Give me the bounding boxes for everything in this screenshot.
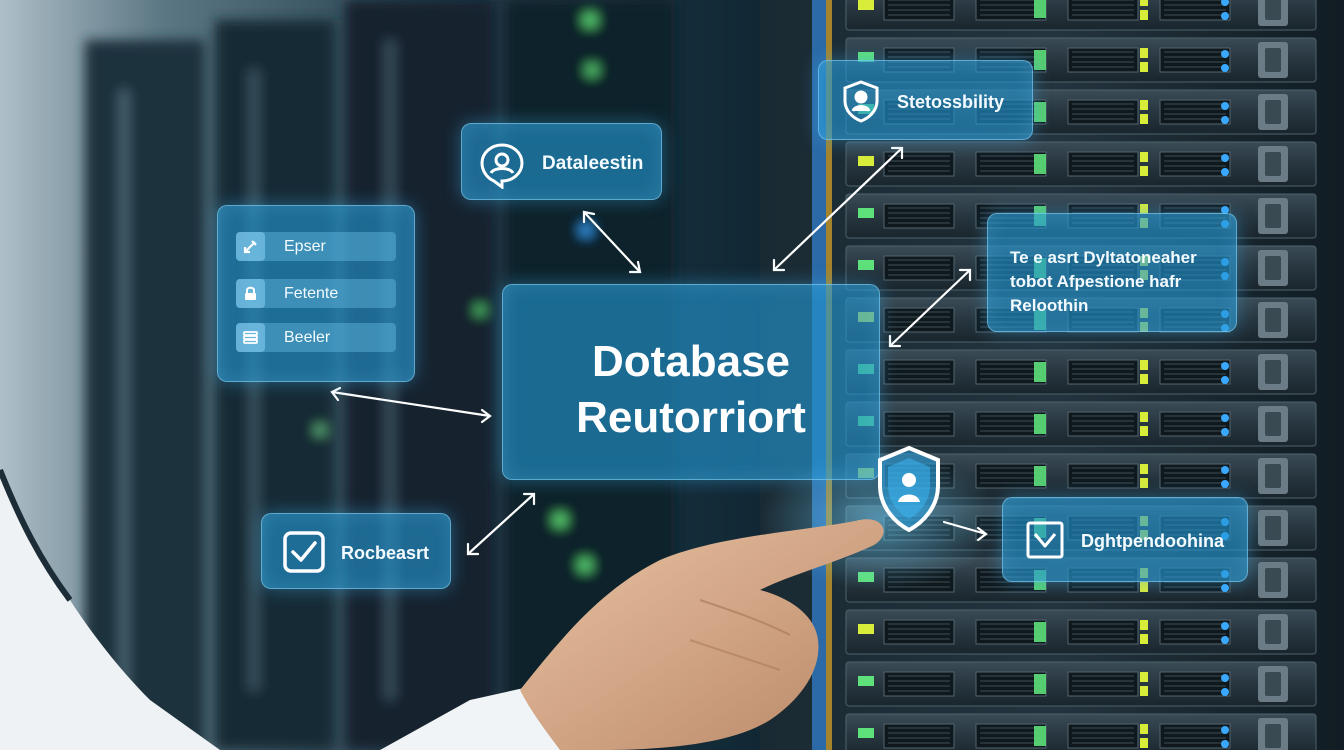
list-item-beeler[interactable]: Beeler (236, 323, 396, 352)
list-item-label: Beeler (284, 329, 331, 346)
panel-dropdown[interactable]: Dghtpendoohina (1002, 497, 1248, 582)
connector-arrows (330, 146, 988, 556)
description-line: Reloothin (1010, 296, 1089, 315)
chat-bubble-icon (478, 141, 526, 194)
panel-stability[interactable]: Stetossbility (818, 60, 1033, 140)
panel-label: Dataleestin (542, 153, 644, 174)
description-line: Te e asrt Dyltatoneaher (1010, 248, 1197, 267)
server-unit (845, 401, 1317, 447)
list-item-label: Epser (284, 238, 326, 255)
server-unit (845, 609, 1317, 655)
dropdown-box-icon (1025, 520, 1065, 565)
panel-label: Stetossbility (897, 92, 1005, 112)
panel-label: Dghtpendoohina (1081, 531, 1224, 551)
server-unit (845, 713, 1317, 750)
main-title-line-2: Reutorriort (576, 393, 806, 442)
server-unit (845, 141, 1317, 187)
panel-option-list: Epser Fetente Beeler (217, 205, 415, 382)
server-unit (845, 0, 1317, 31)
server-unit (845, 661, 1317, 707)
edit-icon (236, 232, 265, 261)
server-rack (760, 0, 1344, 750)
list-item-fetente[interactable]: Fetente (236, 279, 396, 308)
list-item-label: Fetente (284, 285, 339, 302)
list-item-epser[interactable]: Epser (236, 232, 396, 261)
checkbox-icon (282, 530, 326, 579)
shield-user-icon (841, 79, 881, 128)
panel-database-info[interactable]: Dataleestin (461, 123, 662, 200)
panel-label: Rocbeasrt (341, 543, 430, 563)
server-unit (845, 349, 1317, 395)
database-icon (236, 323, 265, 352)
panel-description: Te e asrt Dyltatoneaher tobot Afpestione… (987, 213, 1237, 332)
description-line: tobot Afpestione hafr (1010, 272, 1182, 291)
lock-icon (236, 279, 265, 308)
panel-main-title: Dotabase Reutorriort (502, 284, 880, 480)
main-title-line-1: Dotabase (591, 337, 791, 386)
shield-user-icon (876, 444, 942, 545)
panel-checkbox[interactable]: Rocbeasrt (261, 513, 451, 589)
